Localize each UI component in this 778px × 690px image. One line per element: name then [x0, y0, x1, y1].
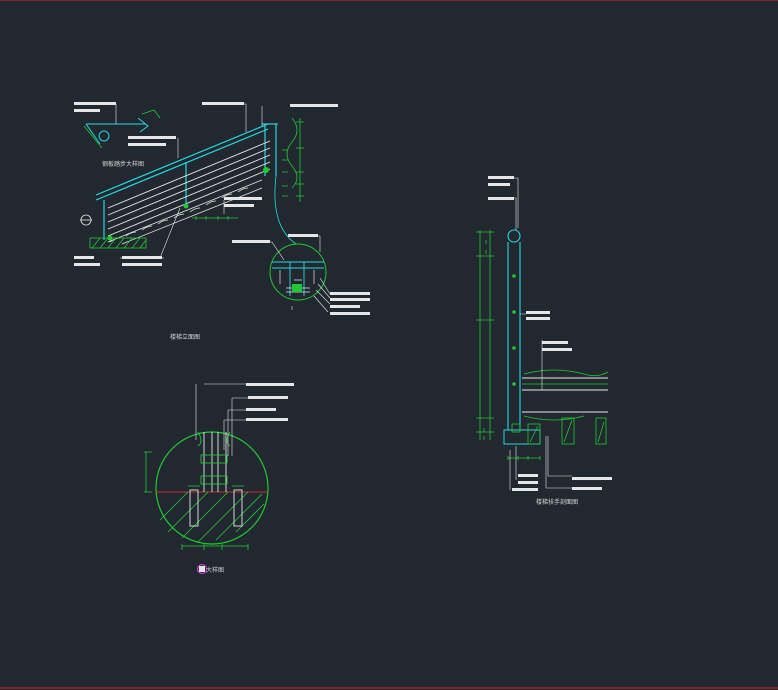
handrail-section-drawing: 楼梯扶手剖面图 — [476, 176, 612, 506]
ground-hatch — [89, 237, 147, 249]
frame-bottom-border — [0, 687, 778, 689]
connection-points — [107, 167, 269, 241]
stair-elevation-drawing: 钢板踏步大样图 楼梯立面图 — [74, 102, 338, 341]
step-dimensions — [192, 216, 238, 220]
elevation-label-bars — [74, 102, 338, 266]
base-detail-large: 大样图 — [144, 383, 294, 575]
detail-marker-icon — [196, 563, 208, 575]
detail-a-caption: 钢板踏步大样图 — [102, 160, 144, 168]
elevation-caption: 楼梯立面图 — [170, 333, 200, 341]
tread-profile-detail-green — [83, 109, 161, 149]
section-marker — [80, 214, 92, 226]
section-caption: 楼梯扶手剖面图 — [536, 498, 578, 506]
wall-break-line — [282, 117, 304, 202]
frame-top-border — [0, 0, 778, 1]
base-detail-small — [232, 175, 370, 315]
infill-rails — [107, 140, 271, 237]
detail-b-caption: 大样图 — [206, 566, 224, 574]
